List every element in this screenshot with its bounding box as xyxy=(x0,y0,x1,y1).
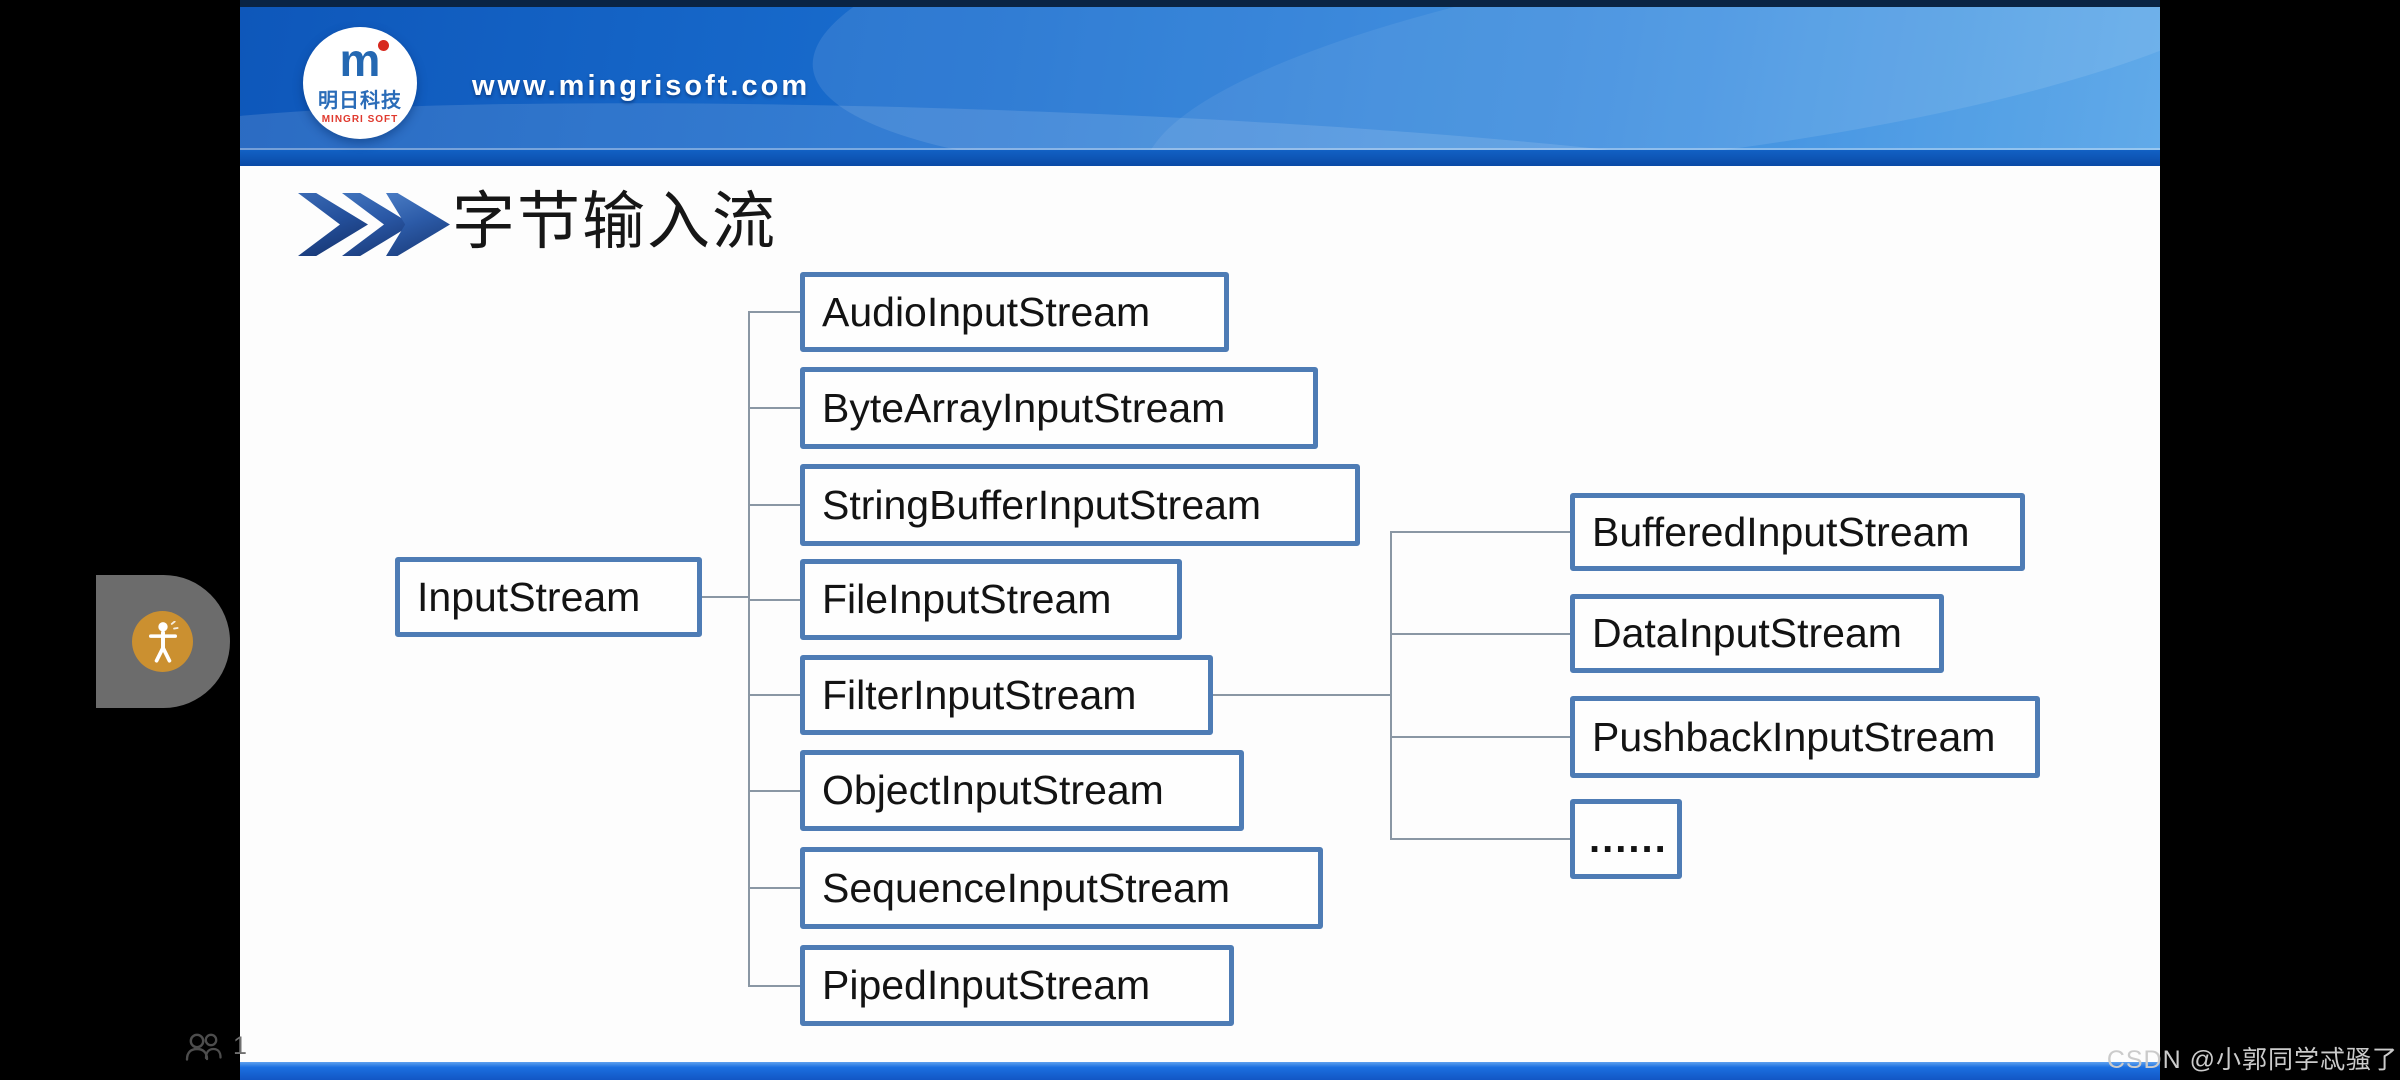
video-frame: m 明日科技 MINGRI SOFT www.mingrisoft.com 字节… xyxy=(240,0,2160,1080)
brand-name-en: MINGRI SOFT xyxy=(321,113,399,125)
node-datainputstream: DataInputStream xyxy=(1570,594,1944,673)
node-pushbackinputstream: PushbackInputStream xyxy=(1570,696,2040,778)
connector-stub xyxy=(748,407,800,409)
accessibility-overlay xyxy=(96,575,230,708)
viewer-count: 1 xyxy=(233,1031,247,1060)
node-ellipsis: ...... xyxy=(1570,799,1682,879)
header-bottom-band xyxy=(240,150,2160,166)
connector-stub xyxy=(1390,633,1570,635)
logo-mark-letter: m xyxy=(339,33,381,86)
csdn-watermark: CSDN @小郭同学忒骚了 xyxy=(2106,1046,2398,1074)
slide-title: 字节输入流 xyxy=(452,185,777,258)
connector-stub xyxy=(748,311,800,313)
node-fileinputstream: FileInputStream xyxy=(800,559,1182,640)
node-bytearrayinputstream: ByteArrayInputStream xyxy=(800,367,1318,449)
node-audioinputstream: AudioInputStream xyxy=(800,272,1229,352)
connector-trunk-left xyxy=(748,311,750,986)
viewers-icon xyxy=(185,1033,222,1061)
connector-stub xyxy=(748,599,800,601)
connector-stub xyxy=(1390,736,1570,738)
node-pipedinputstream: PipedInputStream xyxy=(800,945,1234,1026)
connector-trunk-right xyxy=(1390,531,1392,840)
accessibility-person-icon xyxy=(148,620,179,663)
connector-stub xyxy=(748,887,800,889)
connector-stub xyxy=(1390,838,1570,840)
node-filterinputstream: FilterInputStream xyxy=(800,655,1213,735)
connector-stub xyxy=(748,694,800,696)
node-stringbufferinputstream: StringBufferInputStream xyxy=(800,464,1360,546)
connector-stub xyxy=(748,504,800,506)
connector-root xyxy=(702,596,748,598)
logo-mark-icon: m xyxy=(340,37,390,83)
logo-red-dot-icon xyxy=(378,39,390,51)
connector-filter-branch xyxy=(1213,694,1392,696)
node-inputstream: InputStream xyxy=(395,557,702,637)
brand-name-cn: 明日科技 xyxy=(318,89,402,112)
title-chevrons-icon xyxy=(298,193,458,256)
connector-stub xyxy=(1390,531,1570,533)
connector-stub xyxy=(748,985,800,987)
accessibility-button[interactable] xyxy=(132,611,193,672)
viewer-count-group[interactable]: 1 xyxy=(185,1030,247,1062)
node-bufferedinputstream: BufferedInputStream xyxy=(1570,493,2025,571)
node-objectinputstream: ObjectInputStream xyxy=(800,750,1244,831)
header-top-edge xyxy=(240,0,2160,7)
website-url: www.mingrisoft.com xyxy=(472,70,811,102)
connector-stub xyxy=(748,790,800,792)
header-bar xyxy=(240,7,2160,150)
footer-bar xyxy=(240,1062,2160,1080)
mingrisoft-logo: m 明日科技 MINGRI SOFT xyxy=(303,27,417,139)
node-sequenceinputstream: SequenceInputStream xyxy=(800,847,1323,929)
